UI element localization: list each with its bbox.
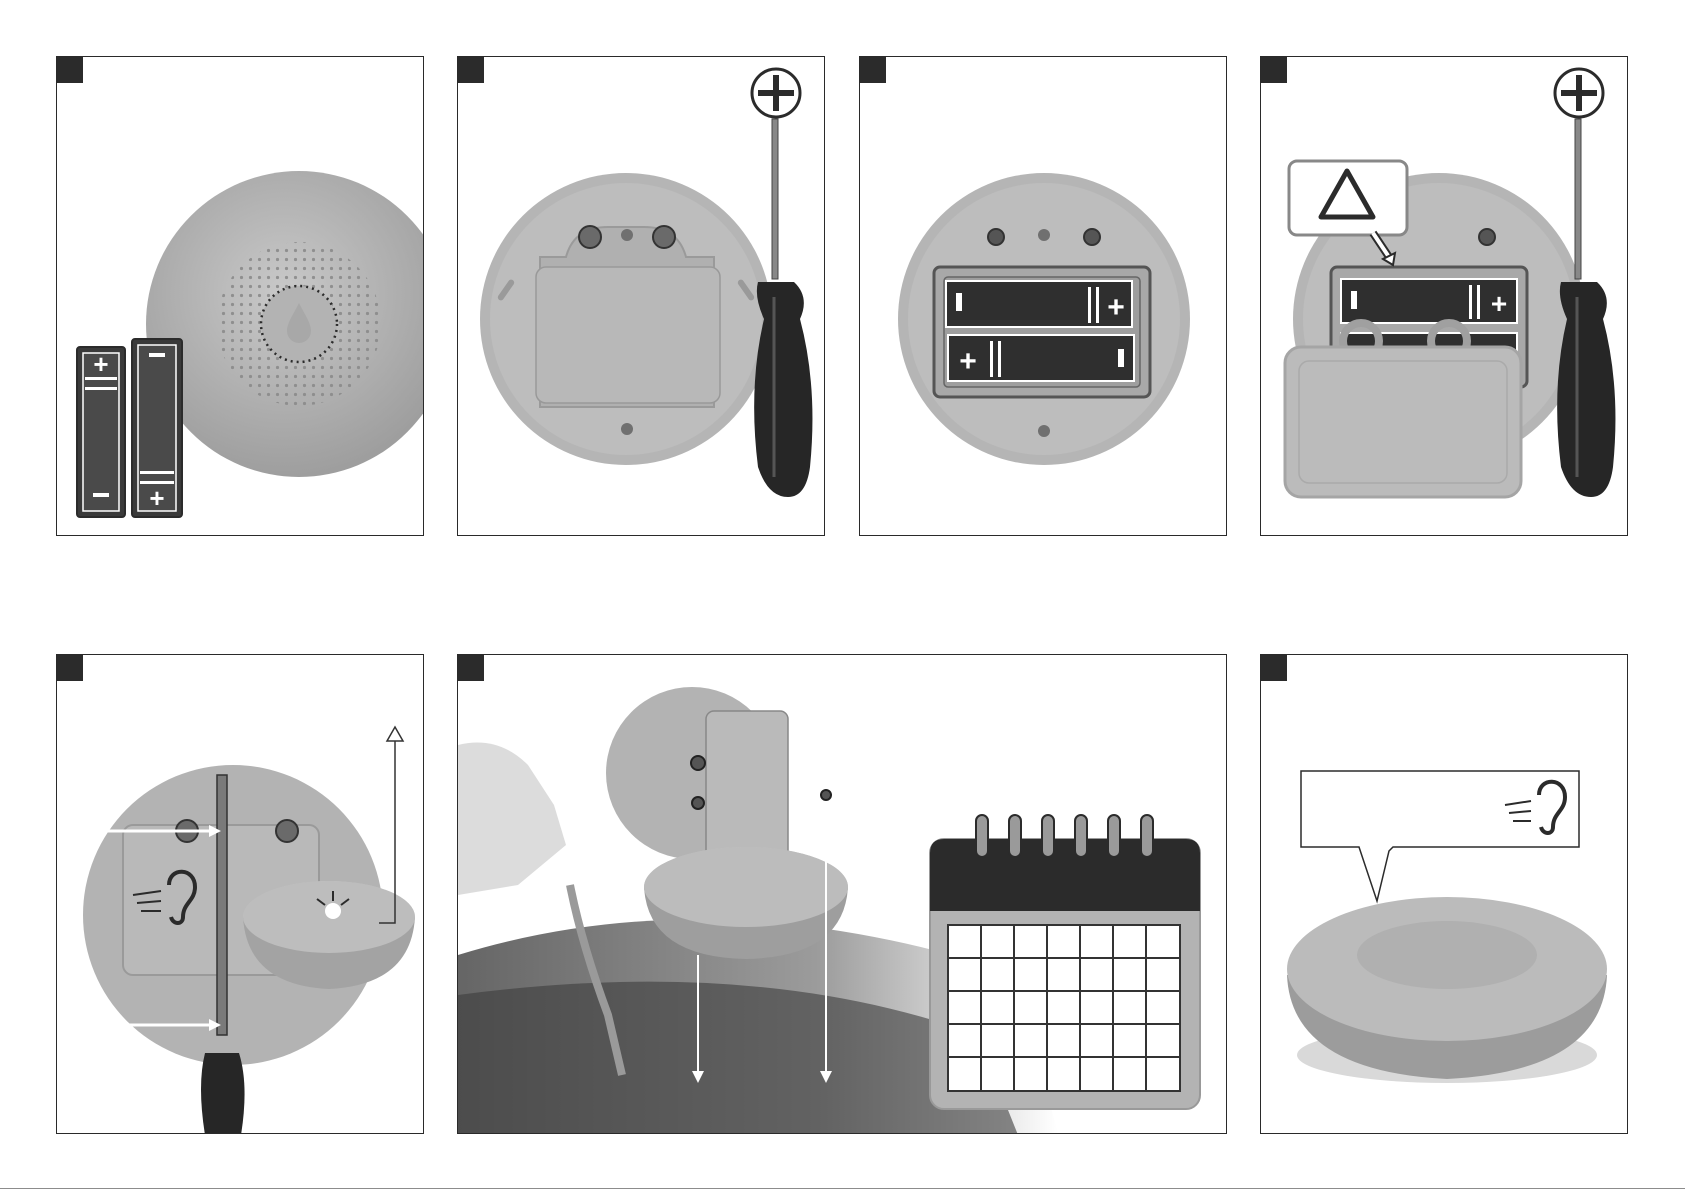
panel-water-test (457, 654, 1227, 1134)
panel-close-cover: + (1260, 56, 1628, 536)
step-marker (860, 57, 886, 83)
close-cover-illustration: + (1261, 57, 1628, 536)
detector-top (146, 171, 424, 477)
step-marker (458, 57, 484, 83)
detector-back (606, 687, 831, 861)
phillips-screwdriver-icon (1555, 69, 1603, 117)
screwdriver (1557, 119, 1615, 497)
svg-text:+: + (149, 483, 164, 513)
battery-pack-illustration: + + (57, 57, 424, 536)
step-marker (57, 655, 83, 681)
battery-icon: + (77, 347, 125, 517)
phillips-screwdriver-icon (752, 69, 800, 117)
alarm-sound-illustration (1261, 655, 1628, 1134)
panel-test-sound (56, 654, 424, 1134)
svg-text:+: + (959, 345, 977, 378)
step-marker (57, 57, 83, 83)
panel-battery-pack: + + (56, 56, 424, 536)
svg-text:+: + (93, 349, 108, 379)
svg-text:+: + (1491, 288, 1507, 319)
page-bottom-rule (0, 1188, 1685, 1189)
open-cover-illustration (458, 57, 825, 536)
panel-insert-batteries: + + (859, 56, 1227, 536)
step-marker (458, 655, 484, 681)
test-sound-illustration (57, 655, 424, 1134)
battery-cover (1285, 323, 1521, 497)
water-test-illustration (458, 655, 1227, 1134)
step-marker (1261, 57, 1287, 83)
detector-back (480, 173, 772, 465)
battery-icon: + (132, 339, 182, 517)
battery-plus-sign: + (1107, 291, 1125, 324)
panel-open-cover (457, 56, 825, 536)
insert-batteries-illustration: + + (860, 57, 1227, 536)
calendar-icon (930, 815, 1200, 1109)
step-marker (1261, 655, 1287, 681)
screwdriver (754, 119, 812, 497)
battery-compartment: + + (934, 267, 1150, 397)
speech-bubble (1301, 771, 1579, 901)
panel-alarm-sound (1260, 654, 1628, 1134)
detector-side (1287, 897, 1607, 1083)
